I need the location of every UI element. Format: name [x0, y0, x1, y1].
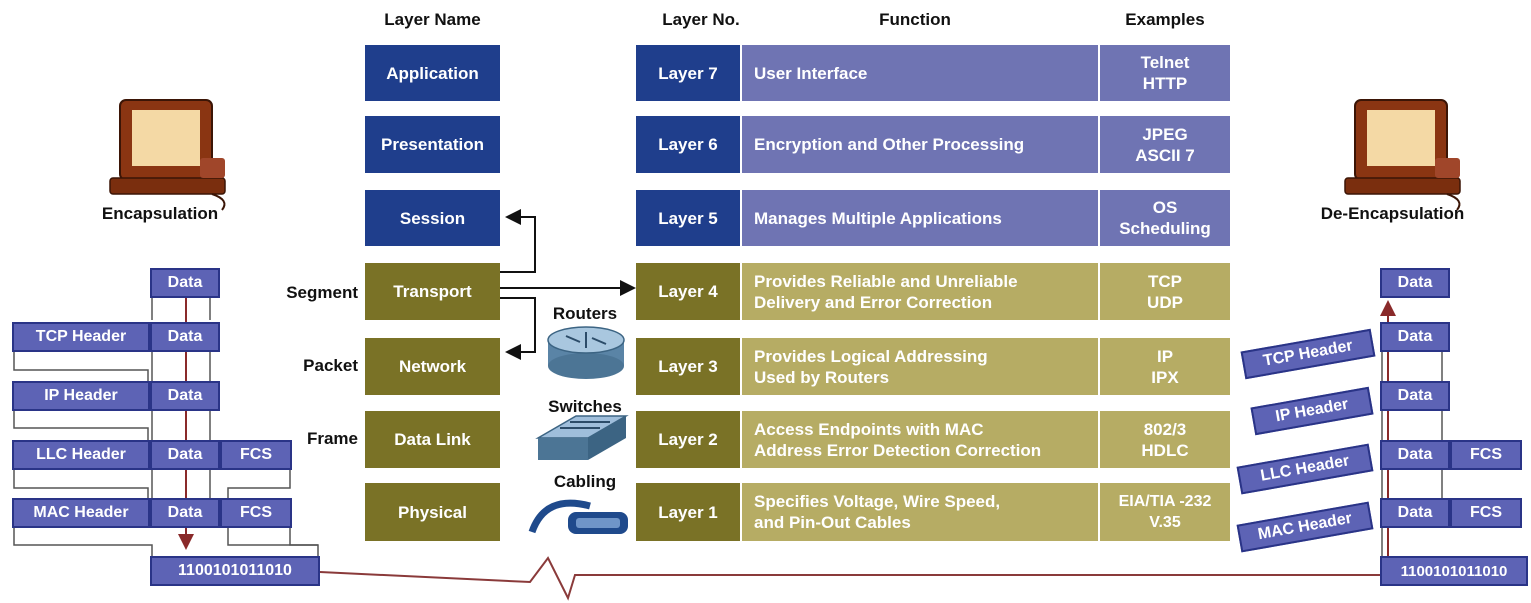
label-frame: Frame	[306, 429, 358, 448]
caption-encapsulation: Encapsulation	[101, 204, 219, 223]
examples-layer-6: JPEG ASCII 7	[1100, 116, 1230, 173]
function-layer-6: Encryption and Other Processing	[742, 116, 1098, 173]
label-packet: Packet	[303, 356, 358, 375]
deencap-data: Data	[1380, 268, 1450, 298]
encap-ip-header: IP Header	[12, 381, 150, 411]
switch-icon	[535, 415, 629, 460]
encap-data: Data	[150, 268, 220, 298]
computer-icon	[109, 99, 226, 211]
encap-mac-fcs: FCS	[220, 498, 292, 528]
deencap-mac-fcs: FCS	[1450, 498, 1522, 528]
deencap-tcp-data: Data	[1380, 322, 1450, 352]
device-label-cabling: Cabling	[553, 472, 617, 491]
examples-layer-4: TCP UDP	[1100, 263, 1230, 320]
label-segment: Segment	[286, 283, 358, 302]
layer-name-transport: Transport	[365, 263, 500, 320]
layer-number-4: Layer 4	[636, 263, 740, 320]
computer-icon	[1344, 99, 1461, 211]
layer-name-presentation: Presentation	[365, 116, 500, 173]
function-layer-1: Specifies Voltage, Wire Speed, and Pin-O…	[742, 483, 1098, 541]
layer-name-application: Application	[365, 45, 500, 101]
examples-layer-5: OS Scheduling	[1100, 190, 1230, 246]
deencap-ip-data: Data	[1380, 381, 1450, 411]
router-icon	[547, 326, 625, 379]
caption-deencapsulation: De-Encapsulation	[1320, 204, 1465, 223]
layer-number-5: Layer 5	[636, 190, 740, 246]
encap-tcp-data: Data	[150, 322, 220, 352]
device-label-switches: Switches	[548, 397, 622, 416]
header-layer-no: Layer No.	[662, 10, 740, 29]
cable-icon	[528, 499, 628, 534]
function-layer-5: Manages Multiple Applications	[742, 190, 1098, 246]
examples-layer-7: Telnet HTTP	[1100, 45, 1230, 101]
header-layer-name: Layer Name	[384, 10, 481, 29]
layer-name-session: Session	[365, 190, 500, 246]
examples-layer-1: EIA/TIA -232 V.35	[1100, 483, 1230, 541]
layer-number-3: Layer 3	[636, 338, 740, 395]
layer-name-network: Network	[365, 338, 500, 395]
header-examples: Examples	[1125, 10, 1205, 29]
function-layer-2: Access Endpoints with MAC Address Error …	[742, 411, 1098, 468]
layer-number-6: Layer 6	[636, 116, 740, 173]
encap-bits: 1100101011010	[150, 556, 320, 586]
examples-layer-3: IP IPX	[1100, 338, 1230, 395]
layer-name-physical: Physical	[365, 483, 500, 541]
encap-ip-data: Data	[150, 381, 220, 411]
deencap-bits: 1100101011010	[1380, 556, 1528, 586]
layer-number-7: Layer 7	[636, 45, 740, 101]
device-label-routers: Routers	[552, 304, 618, 323]
encap-llc-header: LLC Header	[12, 440, 150, 470]
encap-llc-fcs: FCS	[220, 440, 292, 470]
encap-mac-header: MAC Header	[12, 498, 150, 528]
examples-layer-2: 802/3 HDLC	[1100, 411, 1230, 468]
layer-number-1: Layer 1	[636, 483, 740, 541]
encap-mac-data: Data	[150, 498, 220, 528]
encap-tcp-header: TCP Header	[12, 322, 150, 352]
layer-number-2: Layer 2	[636, 411, 740, 468]
deencap-mac-data: Data	[1380, 498, 1450, 528]
deencap-llc-data: Data	[1380, 440, 1450, 470]
header-function: Function	[879, 10, 951, 29]
deencap-llc-fcs: FCS	[1450, 440, 1522, 470]
layer-name-datalink: Data Link	[365, 411, 500, 468]
encap-llc-data: Data	[150, 440, 220, 470]
function-layer-3: Provides Logical Addressing Used by Rout…	[742, 338, 1098, 395]
function-layer-4: Provides Reliable and Unreliable Deliver…	[742, 263, 1098, 320]
function-layer-7: User Interface	[742, 45, 1098, 101]
